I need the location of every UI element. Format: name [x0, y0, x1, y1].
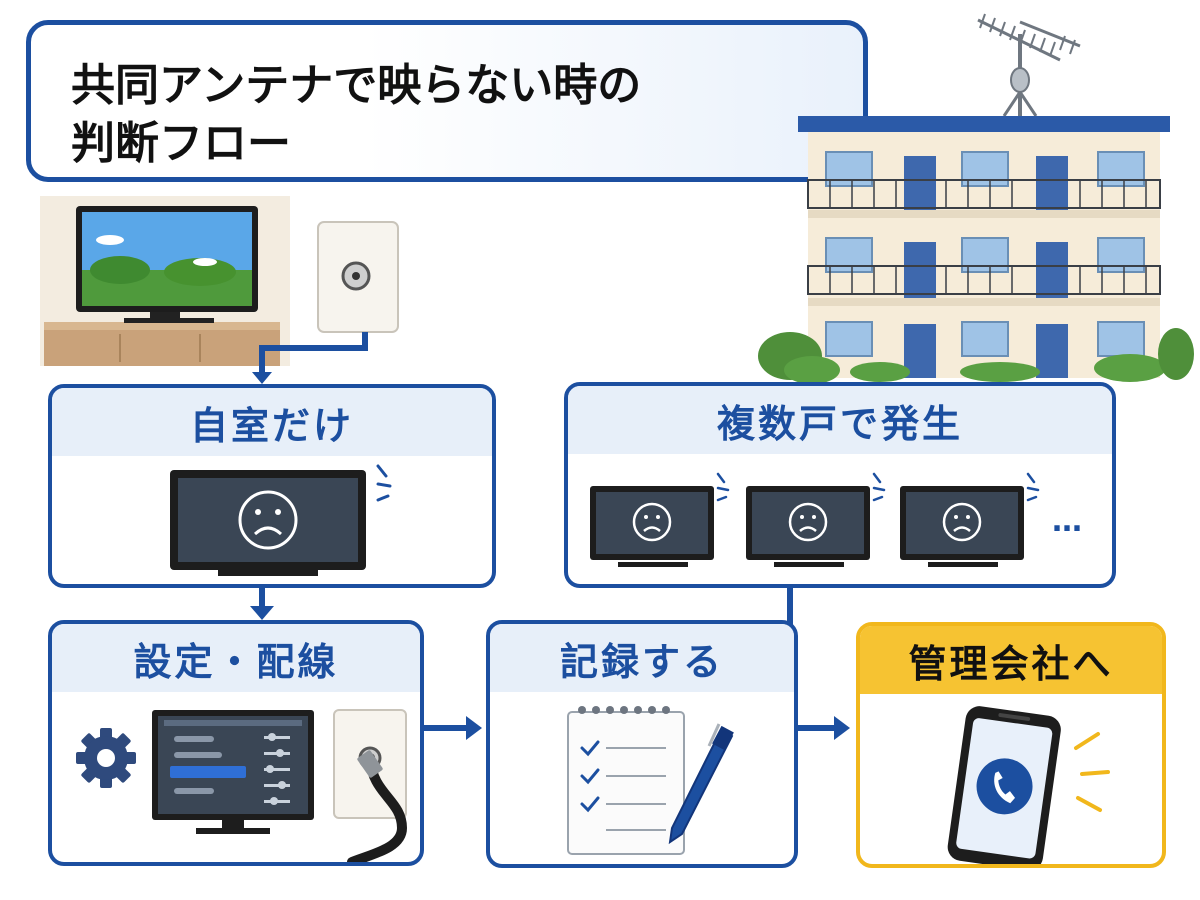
- notepad-checklist-icon: [567, 706, 685, 855]
- node-multiple-units: 複数戸で発生: [564, 382, 1116, 588]
- node-multiple-units-label: 複数戸で発生: [568, 386, 1112, 454]
- sad-tv-group: [590, 472, 1040, 567]
- coax-cable-icon: [333, 709, 408, 862]
- title-line-1: 共同アンテナで映らない時の: [71, 60, 642, 111]
- sad-tv-icon: [746, 486, 870, 567]
- sad-tv-icon: [170, 464, 392, 576]
- tv-icon: [76, 206, 258, 323]
- more-units-ellipsis: …: [1052, 504, 1082, 539]
- node-record-label: 記録する: [490, 624, 794, 692]
- node-own-room-label: 自室だけ: [52, 388, 492, 456]
- node-settings-wiring-label: 設定・配線: [52, 624, 420, 692]
- settings-screen-icon: [152, 710, 314, 834]
- node-settings-wiring: 設定・配線: [48, 620, 424, 866]
- sad-tv-icon: [900, 486, 1024, 567]
- sad-tv-icon: [590, 486, 714, 567]
- gear-icon: [76, 728, 136, 788]
- page-title: 共同アンテナで映らない時の 判断フロー: [71, 57, 641, 173]
- node-own-room: 自室だけ: [48, 384, 496, 588]
- apartment-building-icon: [758, 13, 1194, 384]
- title-box: 共同アンテナで映らない時の 判断フロー: [26, 20, 868, 182]
- antenna-outlet-icon: [317, 221, 399, 333]
- title-line-2: 判断フロー: [71, 118, 291, 169]
- node-contact-manager-label: 管理会社へ: [860, 626, 1162, 694]
- smartphone-phone-icon: [947, 706, 1110, 864]
- node-record: 記録する: [486, 620, 798, 868]
- node-contact-manager: 管理会社へ: [856, 622, 1166, 868]
- pen-icon: [668, 723, 734, 845]
